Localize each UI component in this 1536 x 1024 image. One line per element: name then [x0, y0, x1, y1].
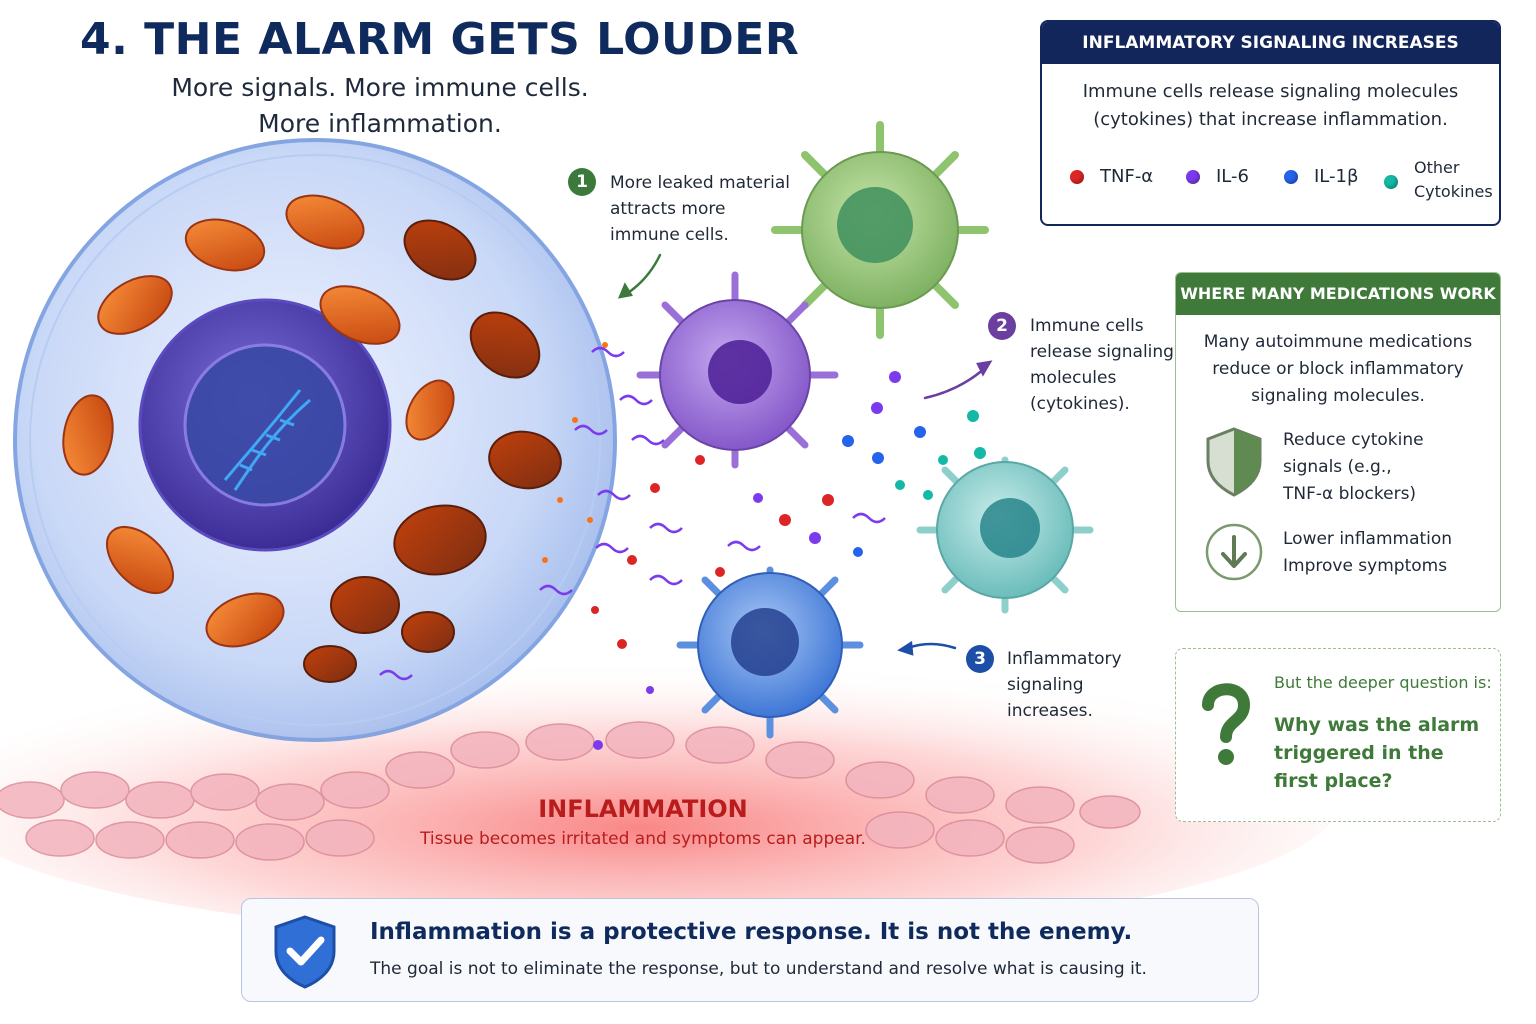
step-badge-3: 3	[966, 645, 994, 673]
step-line: immune cells.	[610, 225, 729, 245]
question-mark-icon	[1198, 675, 1254, 775]
step-text-1: More leaked material attracts more immun…	[610, 170, 790, 248]
legend-label: Other Cytokines	[1414, 156, 1493, 204]
step-line: Inflammatory	[1007, 649, 1122, 669]
panel-line: reduce or block inflammatory	[1212, 359, 1464, 379]
medications-panel: WHERE MANY MEDICATIONS WORK Many autoimm…	[1175, 272, 1501, 612]
check-shield-icon	[270, 913, 340, 989]
item-line: Reduce cytokine	[1283, 430, 1424, 450]
medication-item-text: Reduce cytokine signals (e.g., TNF-α blo…	[1283, 427, 1424, 508]
green-immune-cell	[771, 121, 989, 339]
step-badge-2: 2	[988, 312, 1016, 340]
panel-line: signaling molecules.	[1251, 386, 1425, 406]
legend-dot	[1284, 169, 1298, 184]
legend-label: IL-1β	[1314, 166, 1359, 187]
shield-icon	[1202, 425, 1266, 497]
step-line: More leaked material	[610, 173, 790, 193]
step-line: increases.	[1007, 701, 1093, 721]
question-lead: But the deeper question is:	[1274, 673, 1492, 692]
cytokine-legend: TNF-α IL-6 IL-1β Other Cytokines	[1070, 156, 1499, 204]
item-line: Improve symptoms	[1283, 556, 1448, 576]
inflammation-text: Tissue becomes irritated and symptoms ca…	[420, 829, 866, 849]
legend-dot	[1186, 169, 1200, 184]
question-text: Why was the alarm triggered in the first…	[1274, 711, 1479, 795]
subtitle-line: More signals. More immune cells.	[171, 73, 589, 102]
footer-headline: Inflammation is a protective response. I…	[370, 919, 1133, 945]
purple-immune-cell	[636, 271, 839, 469]
panel-line: Many autoimmune medications	[1203, 332, 1473, 352]
footer-text: The goal is not to eliminate the respons…	[370, 959, 1147, 979]
legend-label-line: Other	[1414, 158, 1460, 177]
medications-panel-body: Many autoimmune medications reduce or bl…	[1176, 315, 1500, 410]
footer-callout: Inflammation is a protective response. I…	[241, 898, 1259, 1002]
down-arrow-icon	[1205, 523, 1263, 581]
legend-item-tnf: TNF-α	[1070, 166, 1153, 187]
legend-item-other: Other Cytokines	[1384, 156, 1493, 204]
legend-label: TNF-α	[1100, 166, 1154, 187]
step-line: (cytokines).	[1030, 394, 1130, 414]
page-title: 4. THE ALARM GETS LOUDER	[80, 14, 800, 65]
legend-item-il6: IL-6	[1186, 166, 1249, 187]
page-subtitle: More signals. More immune cells. More in…	[80, 70, 680, 142]
question-panel: But the deeper question is: Why was the …	[1175, 648, 1501, 822]
step-text-3: Inflammatory signaling increases.	[1007, 646, 1147, 724]
inflammation-title: INFLAMMATION	[538, 795, 748, 823]
panel-line: Immune cells release signaling molecules	[1082, 81, 1459, 102]
panel-line: (cytokines) that increase inflammation.	[1093, 109, 1448, 130]
legend-label-line: Cytokines	[1414, 182, 1493, 201]
question-line: triggered in the	[1274, 742, 1444, 764]
item-line: Lower inflammation	[1283, 529, 1453, 549]
inflammation-label: INFLAMMATION Tissue becomes irritated an…	[400, 792, 886, 852]
step-line: attracts more	[610, 199, 726, 219]
legend-item-il1b: IL-1β	[1284, 166, 1358, 187]
item-line: TNF-α blockers)	[1283, 484, 1417, 504]
step-line: signaling	[1007, 675, 1084, 695]
step-line: molecules	[1030, 368, 1117, 388]
question-line: first place?	[1274, 770, 1393, 792]
step-line: release signaling	[1030, 342, 1174, 362]
legend-dot	[1384, 175, 1398, 189]
step-line: Immune cells	[1030, 316, 1144, 336]
legend-dot	[1070, 169, 1084, 184]
signaling-panel: INFLAMMATORY SIGNALING INCREASES Immune …	[1040, 20, 1501, 226]
blue-immune-cell	[676, 566, 864, 739]
subtitle-line: More inflammation.	[258, 109, 502, 138]
signaling-panel-header: INFLAMMATORY SIGNALING INCREASES	[1042, 22, 1499, 64]
legend-label: IL-6	[1216, 166, 1249, 187]
step-badge-1: 1	[568, 168, 596, 196]
question-line: Why was the alarm	[1274, 714, 1480, 736]
teal-immune-cell	[916, 456, 1094, 614]
step-text-2: Immune cells release signaling molecules…	[1030, 313, 1180, 417]
item-line: signals (e.g.,	[1283, 457, 1392, 477]
signaling-panel-body: Immune cells release signaling molecules…	[1042, 64, 1499, 134]
medications-panel-header: WHERE MANY MEDICATIONS WORK	[1176, 273, 1500, 315]
medication-item-text: Lower inflammation Improve symptoms	[1283, 526, 1452, 580]
